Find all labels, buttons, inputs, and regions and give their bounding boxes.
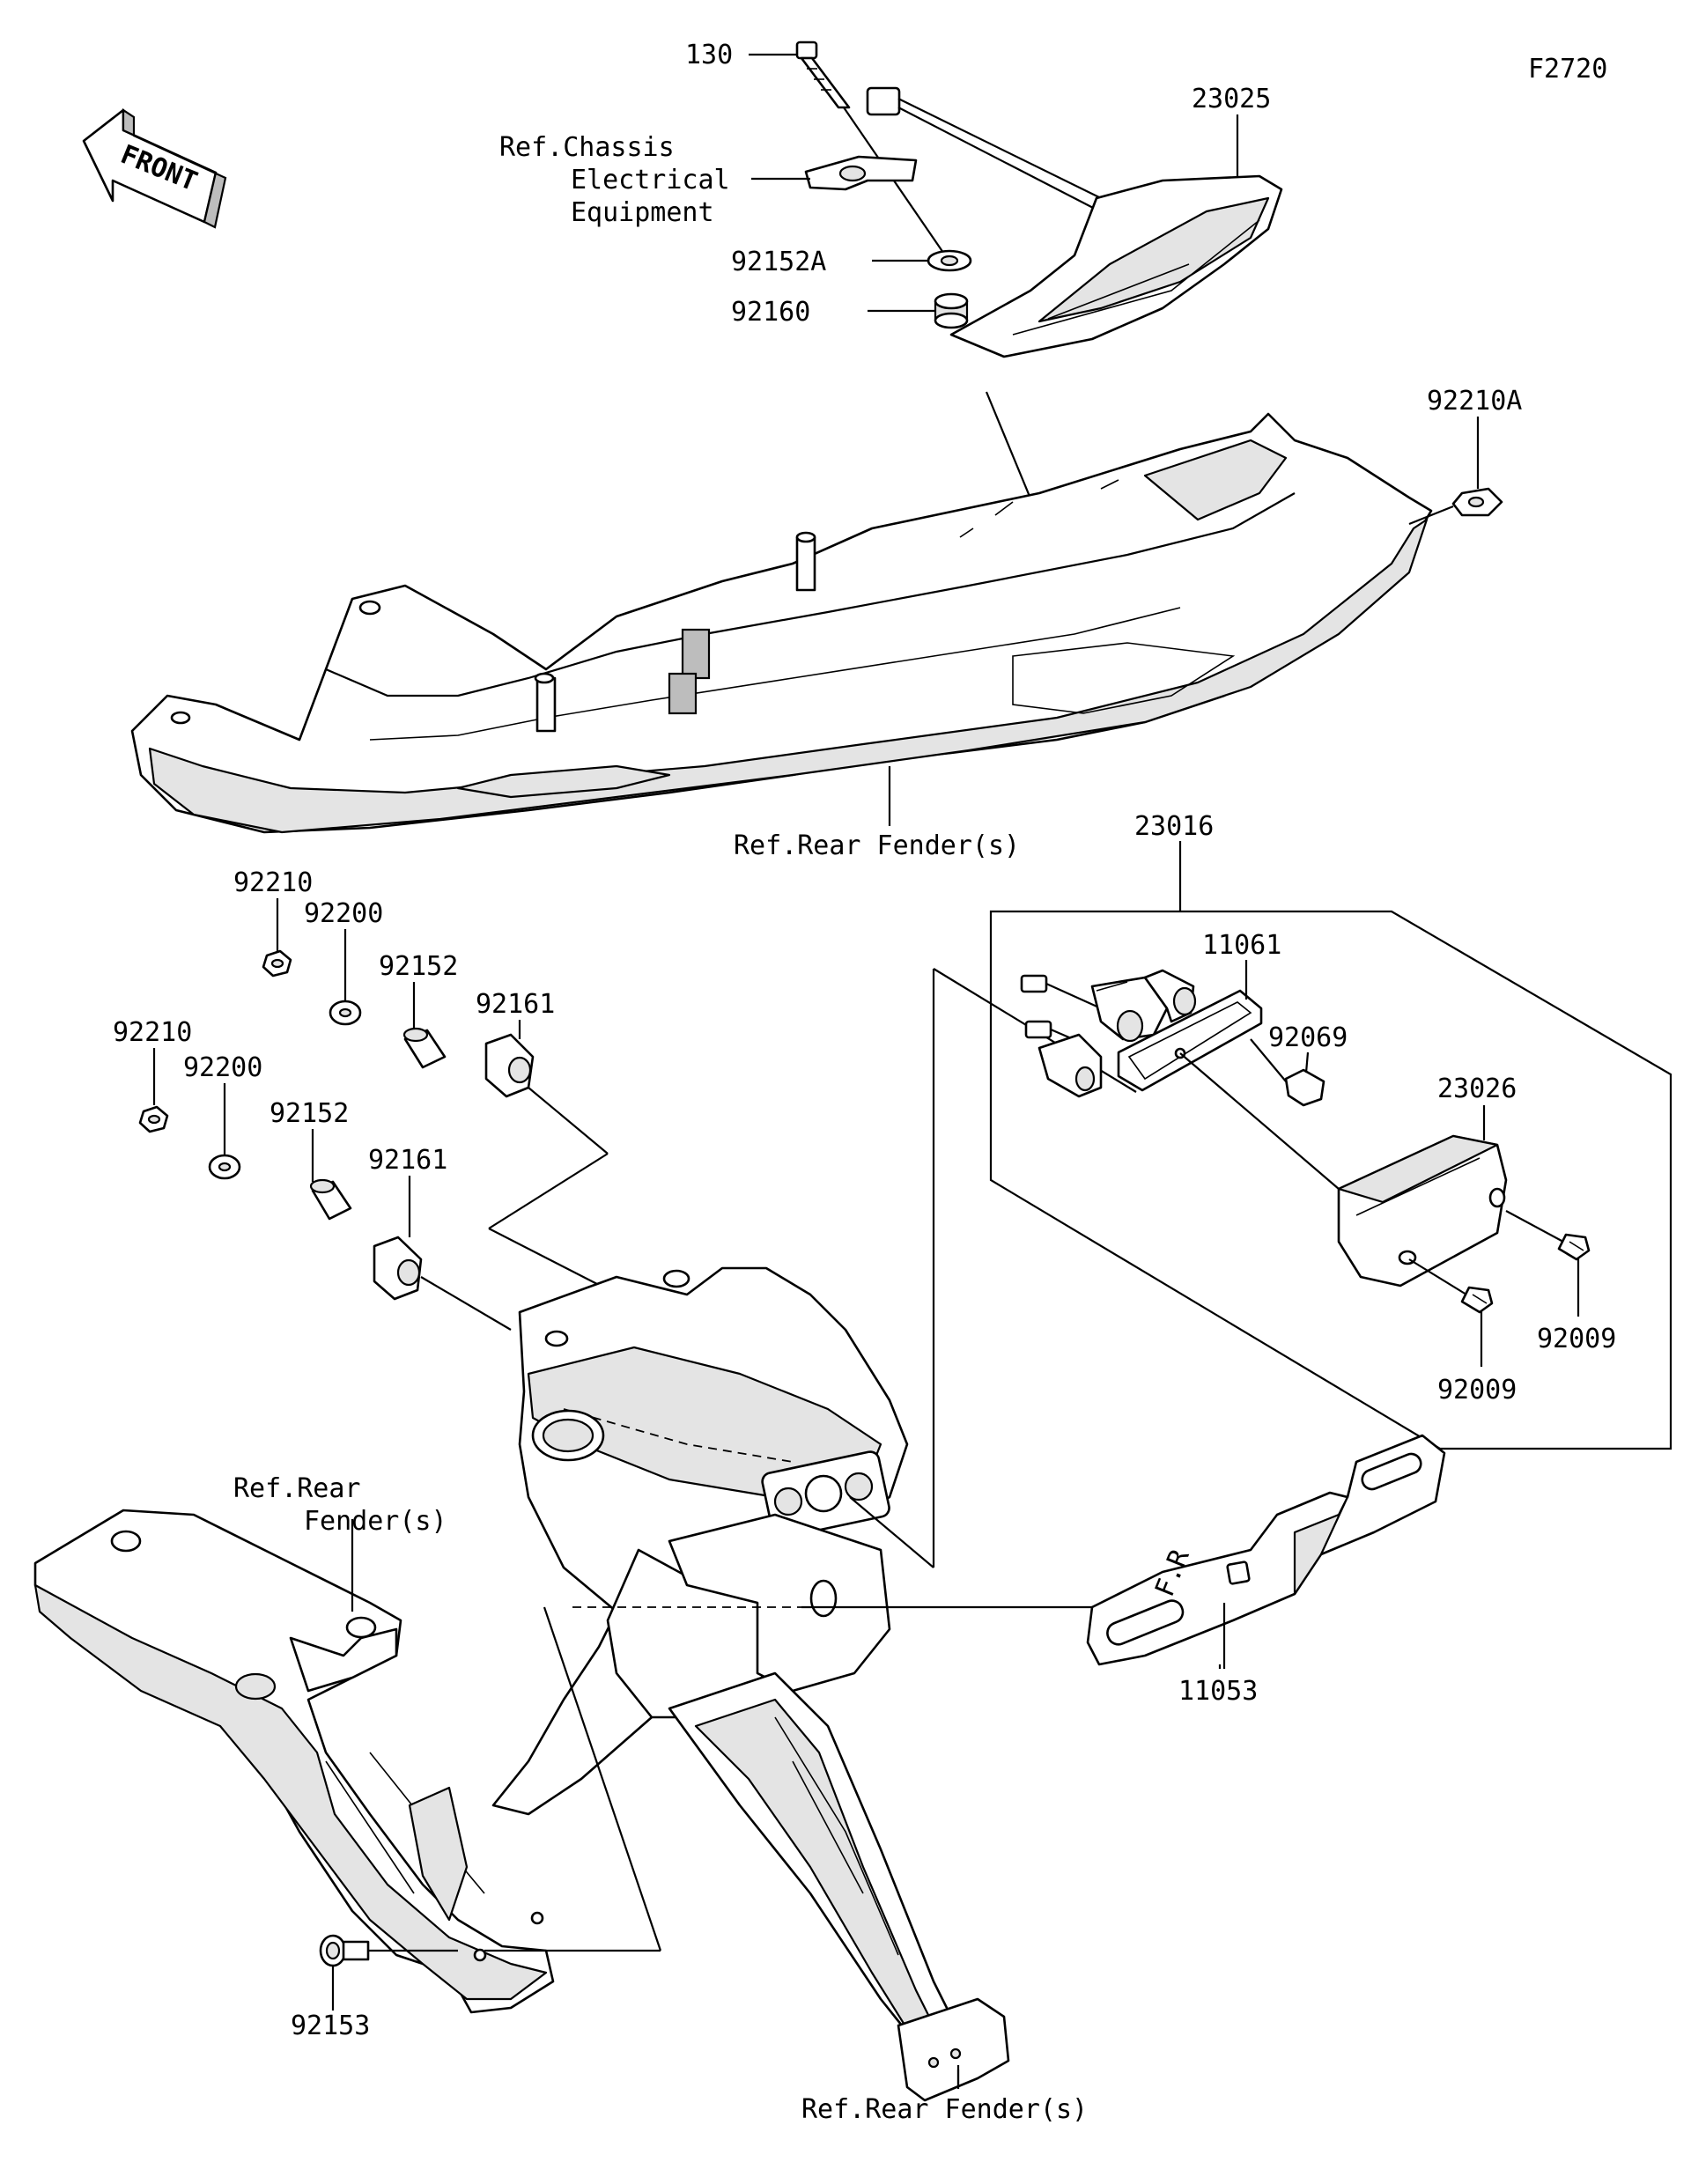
ref-rear-fender-top: Ref.Rear Fender(s): [734, 830, 1020, 861]
label-92009-right: 92009: [1537, 1324, 1616, 1354]
socket-harness: [1020, 969, 1197, 1098]
front-arrow-icon: FRONT: [82, 107, 227, 229]
nut-92210-upper: [262, 949, 292, 978]
label-92152-upper: 92152: [379, 951, 458, 982]
label-23025: 23025: [1192, 84, 1271, 114]
gasket-11061: [1117, 989, 1263, 1092]
ref-chassis-line2: Electrical: [571, 165, 730, 196]
ref-rear-fender-bottom: Ref.Rear Fender(s): [801, 2094, 1088, 2125]
label-92152A: 92152A: [731, 247, 826, 277]
bolt-92153: [319, 1934, 370, 1967]
label-130: 130: [685, 40, 733, 70]
label-23016: 23016: [1134, 811, 1214, 842]
bolt-130: [795, 41, 851, 109]
nut-92210A: [1451, 487, 1503, 517]
label-92161-upper: 92161: [476, 989, 555, 1020]
bracket-chassis: [804, 155, 918, 191]
ref-rear-fender-left-line2: Fender(s): [304, 1506, 447, 1537]
label-92152-lower: 92152: [270, 1098, 349, 1129]
rear-fender-left-piece: [33, 1509, 555, 2014]
washer-92200-lower: [208, 1154, 241, 1180]
label-92161-lower: 92161: [368, 1145, 447, 1176]
nut-92210-lower: [138, 1105, 169, 1133]
tail-bracket: [491, 1266, 1010, 2102]
figure-code: F2720: [1528, 54, 1607, 85]
grommet-92161-lower: [373, 1236, 423, 1301]
label-92200-lower: 92200: [183, 1052, 262, 1083]
collar-92152-lower: [309, 1178, 352, 1221]
screw-92009-left: [1408, 1258, 1494, 1314]
label-92009-left: 92009: [1437, 1375, 1517, 1406]
assembly-23016-outline: [989, 910, 1673, 1450]
screw-92009-right: [1505, 1210, 1591, 1261]
label-92210-upper: 92210: [233, 867, 313, 898]
grommet-92161-upper: [484, 1033, 535, 1098]
label-23026: 23026: [1437, 1074, 1517, 1104]
label-11061: 11061: [1202, 930, 1281, 961]
label-92200-upper: 92200: [304, 898, 383, 929]
ref-chassis-line3: Equipment: [571, 197, 714, 228]
ref-chassis-line1: Ref.Chassis: [499, 132, 675, 163]
label-92210A: 92210A: [1427, 386, 1522, 417]
collar-92152-upper: [402, 1027, 447, 1069]
rear-fender-undertray: [130, 412, 1433, 834]
plate-bracket-11053: F.R: [1086, 1434, 1446, 1666]
tail-lamp-23025: [866, 86, 1283, 358]
label-92069: 92069: [1268, 1022, 1348, 1053]
ref-rear-fender-left-line1: Ref.Rear: [233, 1473, 361, 1504]
leader-lines: [152, 53, 1580, 2089]
label-11053: 11053: [1178, 1676, 1258, 1707]
bulb-92069: [1284, 1068, 1325, 1107]
grommet-92160: [934, 292, 969, 329]
label-92153: 92153: [291, 2011, 370, 2041]
lens-23026: [1337, 1134, 1508, 1288]
collar-92152A: [927, 249, 972, 272]
washer-92200-upper: [329, 1000, 362, 1026]
label-92210-lower: 92210: [113, 1017, 192, 1048]
label-92160: 92160: [731, 297, 810, 328]
